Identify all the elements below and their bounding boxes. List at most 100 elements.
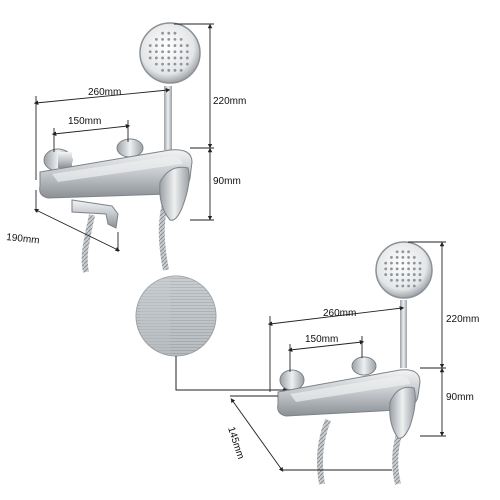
- bottom-depth-label: 145mm: [225, 426, 246, 461]
- shower-nozzle: [407, 278, 410, 282]
- top-dimensions: [33, 23, 214, 252]
- shower-nozzle: [390, 267, 393, 271]
- shower-nozzle: [185, 50, 189, 54]
- shower-nozzle: [401, 250, 405, 254]
- shower-nozzle: [390, 278, 393, 282]
- shower-nozzle: [161, 68, 164, 72]
- shower-nozzle: [418, 278, 422, 282]
- top-shower-height-label: 220mm: [213, 96, 246, 107]
- shower-nozzle: [390, 256, 393, 259]
- shower-nozzle: [154, 50, 158, 54]
- shower-nozzle: [173, 68, 177, 72]
- shower-nozzle: [412, 273, 416, 276]
- shower-nozzle: [395, 250, 399, 254]
- top-handle-spacing-label: 150mm: [68, 116, 101, 127]
- shower-nozzle: [185, 44, 189, 47]
- shower-nozzle: [167, 68, 171, 72]
- top-shower-hose-lower: [81, 214, 95, 273]
- shower-nozzle: [185, 56, 189, 60]
- shower-nozzle: [418, 273, 422, 276]
- shower-nozzle: [412, 267, 416, 271]
- shower-nozzle: [154, 44, 158, 47]
- shower-nozzle: [161, 50, 164, 54]
- brushed-finish-swatch: [135, 275, 217, 357]
- shower-nozzle: [390, 261, 393, 265]
- shower-nozzle: [395, 273, 399, 276]
- top-left-wall-knob: [43, 148, 73, 172]
- top-body-height-label: 90mm: [213, 176, 241, 187]
- shower-nozzle: [179, 68, 183, 72]
- bottom-lever-handle: [389, 386, 416, 439]
- shower-nozzle: [407, 261, 410, 265]
- shower-nozzle: [401, 273, 405, 276]
- shower-nozzle: [154, 37, 158, 41]
- shower-nozzle: [179, 44, 183, 47]
- shower-nozzle: [173, 50, 177, 54]
- shower-nozzle: [173, 31, 177, 35]
- shower-nozzle: [148, 56, 152, 60]
- shower-nozzle: [161, 31, 164, 35]
- shower-nozzle: [148, 50, 152, 54]
- top-shower-stem: [164, 86, 172, 150]
- shower-nozzle: [179, 50, 183, 54]
- shower-nozzle: [395, 261, 399, 265]
- shower-nozzle: [161, 56, 164, 60]
- shower-nozzle: [395, 284, 399, 288]
- shower-nozzle: [173, 37, 177, 41]
- shower-nozzle: [418, 267, 422, 271]
- shower-nozzle: [384, 273, 388, 276]
- bottom-handle-spacing-label: 150mm: [305, 334, 338, 345]
- shower-nozzle: [167, 37, 171, 41]
- shower-nozzle: [185, 62, 189, 66]
- shower-nozzle: [407, 267, 410, 271]
- shower-nozzle: [401, 267, 405, 271]
- shower-nozzle: [401, 284, 405, 288]
- shower-nozzle: [395, 256, 399, 259]
- shower-nozzle: [148, 44, 152, 47]
- shower-nozzle: [179, 62, 183, 66]
- shower-nozzle: [412, 284, 416, 288]
- shower-nozzle: [407, 273, 410, 276]
- bottom-shower-height-label: 220mm: [446, 314, 479, 325]
- shower-nozzle: [167, 62, 171, 66]
- shower-nozzle: [161, 37, 164, 41]
- bottom-shower-hose-lower: [317, 418, 331, 485]
- shower-nozzle: [412, 278, 416, 282]
- shower-nozzle: [395, 267, 399, 271]
- bottom-left-wall-knob: [279, 369, 305, 391]
- shower-nozzle: [407, 256, 410, 259]
- shower-nozzle: [154, 62, 158, 66]
- shower-nozzle: [161, 44, 164, 47]
- bottom-width-label: 260mm: [323, 308, 356, 319]
- shower-nozzle: [154, 56, 158, 60]
- shower-nozzle: [407, 250, 410, 254]
- shower-nozzle: [384, 267, 388, 271]
- shower-nozzle: [412, 256, 416, 259]
- shower-nozzle: [167, 56, 171, 60]
- shower-nozzle: [179, 56, 183, 60]
- shower-nozzle: [418, 261, 422, 265]
- bottom-shower-stem: [400, 300, 407, 368]
- shower-nozzle: [173, 62, 177, 66]
- shower-nozzle: [401, 261, 405, 265]
- bottom-faucet-illustration: [277, 241, 433, 485]
- swatch-pointer-line: [175, 356, 286, 391]
- top-width-label: 260mm: [88, 87, 121, 98]
- shower-nozzle: [167, 50, 171, 54]
- top-faucet-illustration: [39, 22, 201, 273]
- bottom-dimensions: [230, 241, 446, 472]
- top-lever-handle: [159, 166, 190, 221]
- bottom-body-height-label: 90mm: [446, 392, 474, 403]
- shower-nozzle: [384, 261, 388, 265]
- bottom-right-wall-knob: [351, 356, 377, 376]
- bottom-shower-head: [375, 241, 433, 299]
- top-bath-spout: [71, 199, 119, 229]
- shower-nozzle: [173, 44, 177, 47]
- shower-nozzle: [161, 62, 164, 66]
- shower-nozzle: [167, 31, 171, 35]
- top-depth-label: 190mm: [6, 232, 40, 246]
- shower-nozzle: [179, 37, 183, 41]
- shower-nozzle: [390, 273, 393, 276]
- shower-nozzle: [401, 256, 405, 259]
